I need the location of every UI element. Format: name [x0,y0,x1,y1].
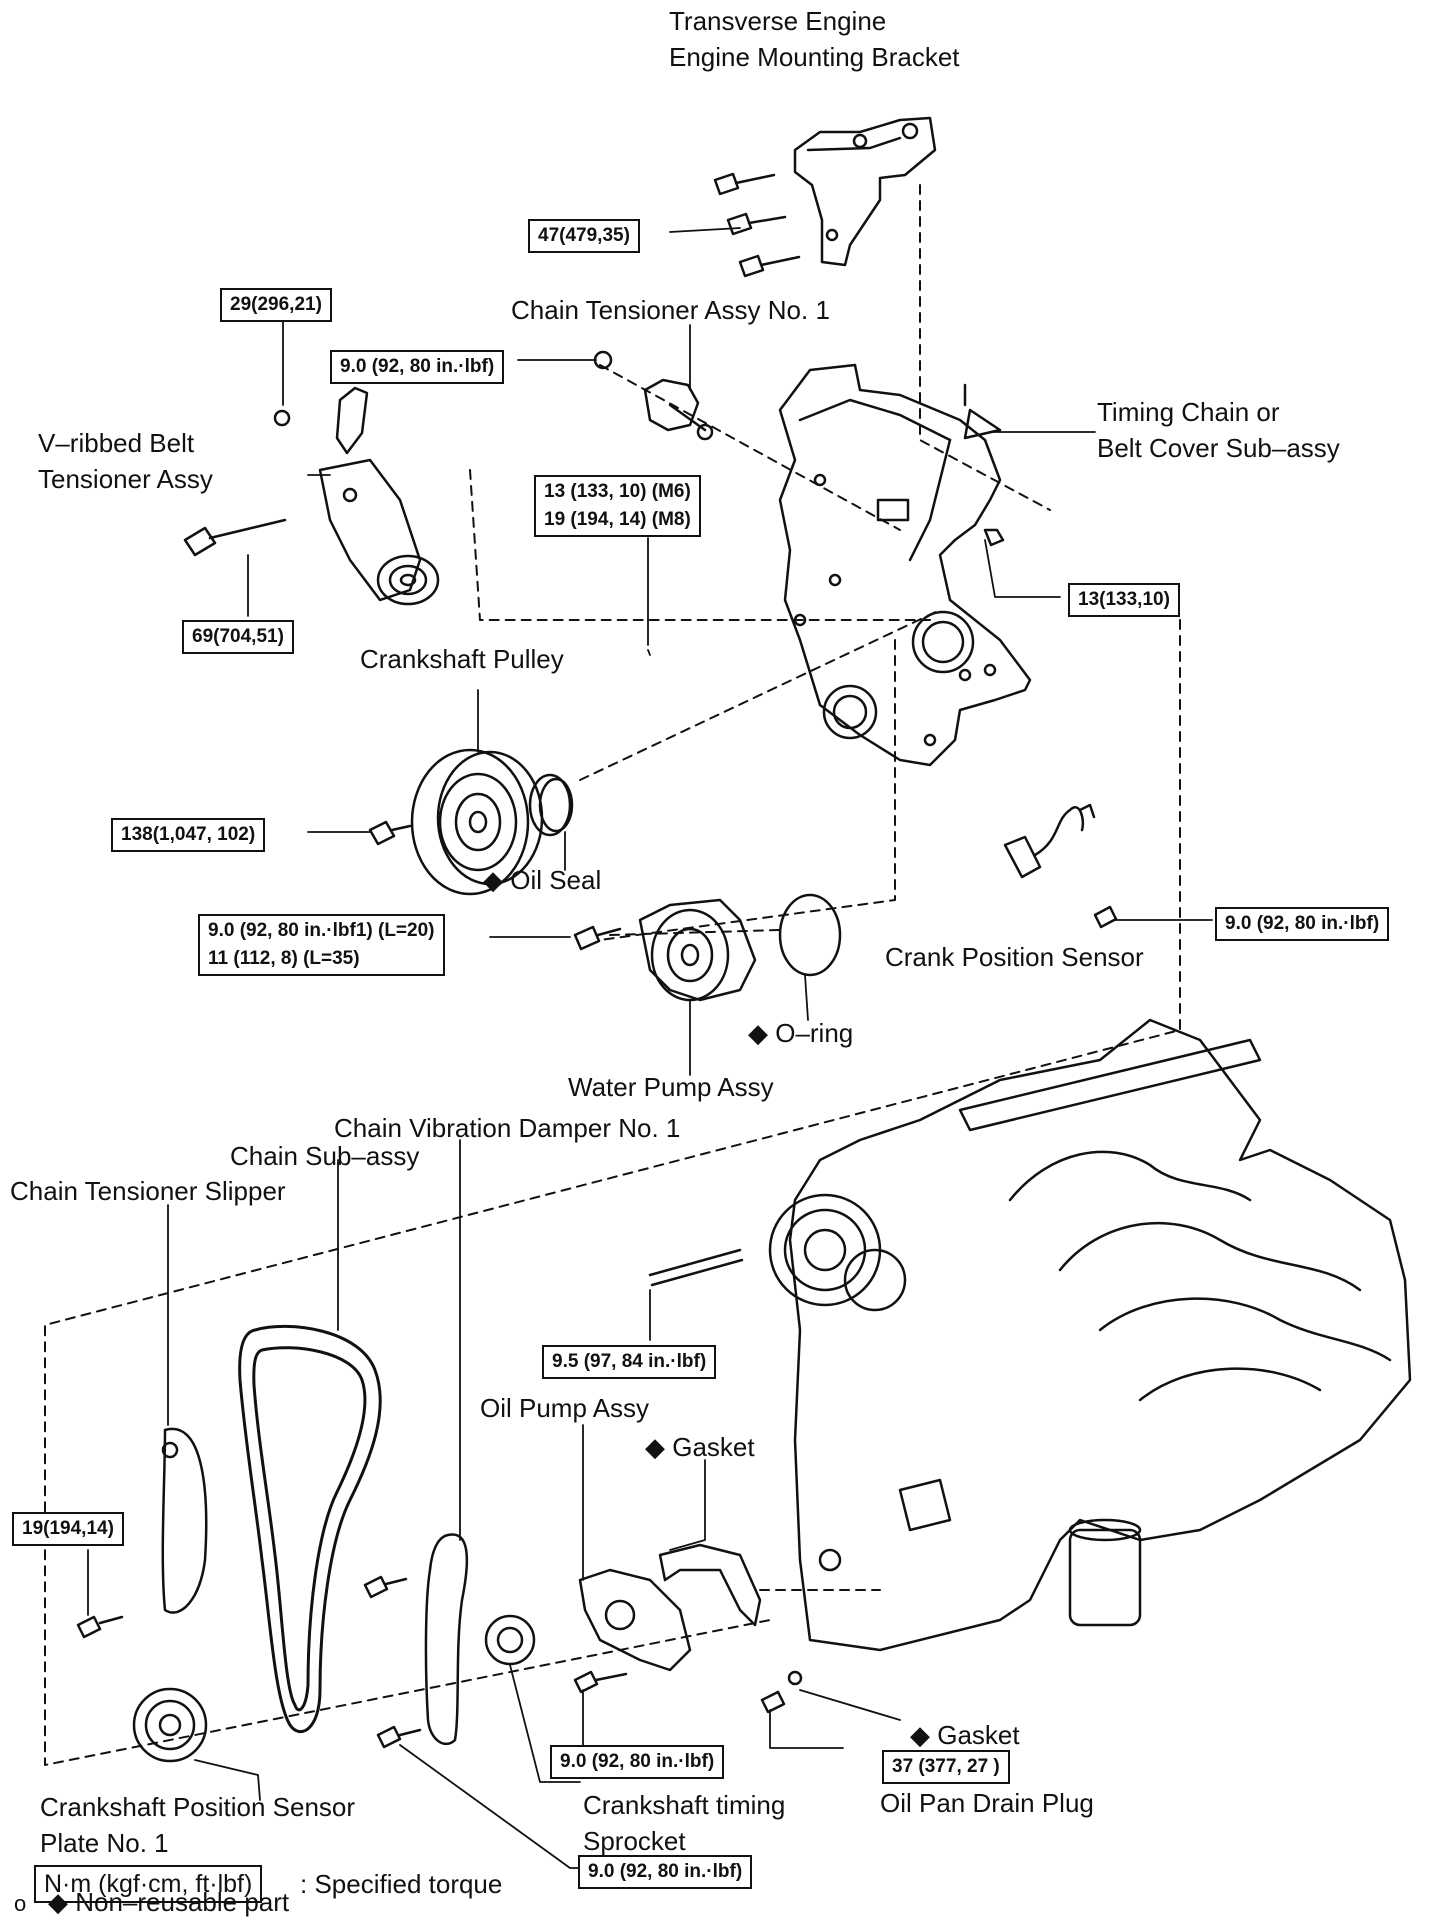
chain-vibration-damper-drawing [363,1533,469,1749]
torque-box-stud: 9.5 (97, 84 in.·lbf) [542,1345,717,1379]
torque-box-water-pump: 9.0 (92, 80 in.·lbf1) (L=20) 11 (112, 8)… [198,914,445,976]
label-crank-timing-sprocket-line1: Crankshaft timing [583,1790,786,1820]
torque-box-cover-bolts: 13 (133, 10) (M6) 19 (194, 14) (M8) [534,475,701,537]
label-crank-sensor-plate-line2: Plate No. 1 [40,1828,169,1858]
torque-box-cover-nut: 13(133,10) [1068,583,1180,617]
water-pump-drawing [573,893,842,1002]
label-crank-position-sensor: Crank Position Sensor [885,942,1144,972]
torque-cover-m6: 13 (133, 10) (M6) [544,481,691,502]
bracket-bolts [713,172,801,278]
leader-lines [87,227,1213,1869]
oil-pump-drawing [573,1568,692,1694]
torque-box-mount-bracket: 47(479,35) [528,219,640,253]
chain-tensioner-drawing [593,350,714,441]
timing-chain-cover-drawing [778,363,1032,767]
chain-tensioner-slipper-drawing [76,1427,208,1639]
label-oil-seal: ◆ Oil Seal [483,865,602,895]
label-crank-timing-sprocket-line2: Sprocket [583,1826,686,1856]
crank-timing-sprocket-drawing [484,1614,536,1666]
label-belt-tensioner-line2: Tensioner Assy [38,464,213,494]
label-timing-cover-line2: Belt Cover Sub–assy [1097,433,1340,463]
gasket-drawing [658,1543,762,1627]
label-oil-pan-drain-plug: Oil Pan Drain Plug [880,1788,1094,1818]
torque-box-slipper: 19(194,14) [12,1512,124,1546]
engine-block-drawing [768,1018,1412,1652]
torque-box-crank-pulley: 138(1,047, 102) [111,818,266,852]
torque-box-damper: 9.0 (92, 80 in.·lbf) [578,1855,753,1889]
label-timing-cover-line1: Timing Chain or [1097,397,1280,427]
torque-box-chain-tensioner: 9.0 (92, 80 in.·lbf) [330,350,505,384]
label-crankshaft-pulley: Crankshaft Pulley [360,644,564,674]
oil-seal-drawing [528,773,574,837]
belt-tensioner-drawing [183,386,440,606]
torque-box-oil-pump: 9.0 (92, 80 in.·lbf) [550,1745,725,1779]
torque-cover-m8: 19 (194, 14) (M8) [544,509,691,530]
legend-bullet: o [14,1891,27,1916]
torque-water-pump-l20: 9.0 (92, 80 in.·lbf1) (L=20) [208,920,435,941]
label-chain-tensioner-assy: Chain Tensioner Assy No. 1 [511,295,830,325]
legend-non-reusable: ◆ Non–reusable part [48,1887,290,1917]
label-chain-vibration-damper: Chain Vibration Damper No. 1 [334,1113,681,1143]
drain-plug-drawing [760,1670,803,1714]
label-engine-mounting-bracket: Engine Mounting Bracket [669,42,960,72]
legend-unit-text: : Specified torque [300,1869,503,1899]
label-crank-sensor-plate-line1: Crankshaft Position Sensor [40,1792,356,1822]
timing-chain-drawing [238,1324,382,1733]
crankshaft-pulley-drawing [368,748,544,896]
assembly-dashed-lines [44,184,1181,1766]
torque-box-belt-tensioner-nut: 29(296,21) [220,288,332,322]
torque-box-drain-plug: 37 (377, 27 ) [882,1750,1010,1784]
label-water-pump: Water Pump Assy [568,1072,774,1102]
label-gasket-top: ◆ Gasket [645,1432,755,1462]
label-oil-pump: Oil Pump Assy [480,1393,650,1423]
legend-unit-box: N·m (kgf·cm, ft·lbf) [34,1865,263,1903]
label-transverse-engine: Transverse Engine [669,6,887,36]
torque-box-belt-tensioner-bolt: 69(704,51) [182,620,294,654]
torque-water-pump-l35: 11 (112, 8) (L=35) [208,948,360,969]
label-o-ring: ◆ O–ring [748,1018,854,1048]
label-chain-tensioner-slipper: Chain Tensioner Slipper [10,1176,286,1206]
engine-mounting-bracket-drawing [793,116,937,267]
torque-box-crank-sensor: 9.0 (92, 80 in.·lbf) [1215,907,1390,941]
crank-sensor-plate-drawing [132,1687,208,1763]
label-chain-sub-assy: Chain Sub–assy [230,1141,420,1171]
stud-drawing [648,1248,744,1287]
label-belt-tensioner-line1: V–ribbed Belt [38,428,195,458]
crank-position-sensor-drawing [1003,803,1118,929]
label-gasket-bottom: ◆ Gasket [910,1720,1020,1750]
